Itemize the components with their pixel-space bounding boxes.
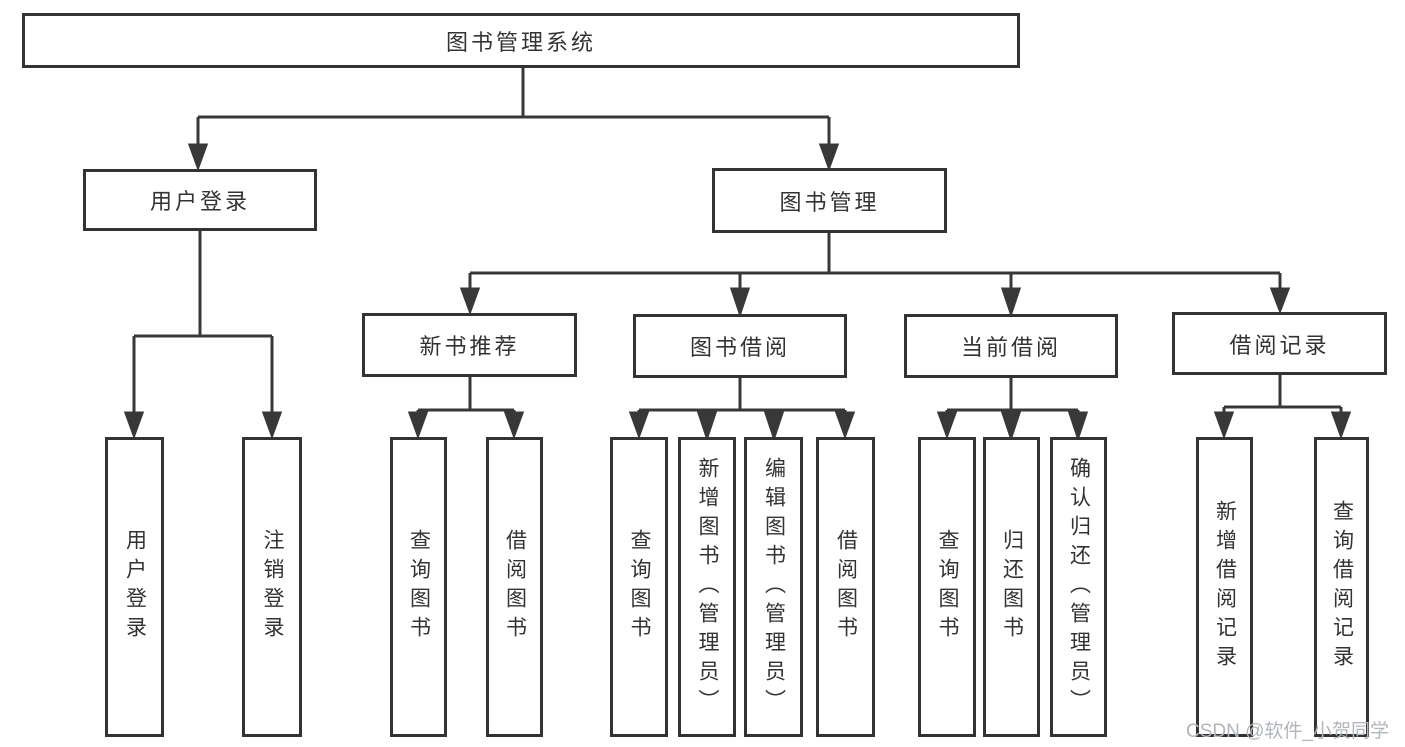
rail-root (198, 68, 829, 119)
arrowhead-edit-books-admin (763, 411, 785, 442)
node-logout-leaf-label: 注销登录 (261, 529, 284, 645)
node-borrow-books-borrowing-label: 借阅图书 (834, 529, 858, 645)
node-book-management: 图书管理 (712, 168, 947, 233)
node-query-books-recommend-label: 查询图书 (407, 529, 431, 645)
arrowhead-logout-leaf (261, 411, 283, 440)
arrowhead-add-borrow-record (1213, 411, 1235, 440)
node-return-books-label: 归还图书 (1000, 529, 1024, 645)
arrowhead-borrow-books-borrowing (834, 411, 856, 440)
node-query-borrow-record-label: 查询借阅记录 (1330, 500, 1354, 674)
node-logout-leaf: 注销登录 (242, 437, 302, 737)
rail-current-borrowing (947, 377, 1078, 412)
node-query-books-current-label: 查询图书 (936, 529, 959, 645)
node-add-borrow-record: 新增借阅记录 (1196, 437, 1253, 737)
rail-new-book-recommend (418, 376, 514, 412)
connector-arrows (123, 117, 1352, 442)
rail-book-management (470, 232, 1280, 275)
node-borrow-books-borrowing: 借阅图书 (816, 437, 875, 737)
node-new-book-recommend: 新书推荐 (362, 313, 577, 377)
watermark: CSDN @软件_小贺同学 (1186, 721, 1389, 742)
node-query-books-current: 查询图书 (918, 437, 976, 737)
arrowhead-book-management (818, 143, 840, 172)
arrowhead-query-books-borrowing (628, 411, 650, 440)
arrowhead-current-borrowing (1000, 287, 1022, 318)
node-borrow-books-recommend-label: 借阅图书 (503, 529, 527, 645)
node-add-books-admin: 新增图书（管理员） (678, 437, 736, 737)
node-query-borrow-record: 查询借阅记录 (1314, 437, 1369, 737)
node-add-books-admin-label: 新增图书（管理员） (696, 456, 719, 718)
node-confirm-return-admin: 确认归还（管理员） (1050, 437, 1107, 737)
arrowhead-user-login-leaf (123, 411, 145, 440)
arrowhead-new-book-recommend (459, 287, 481, 316)
node-book-borrowing: 图书借阅 (633, 314, 847, 378)
arrowhead-query-borrow-record (1330, 411, 1352, 440)
node-root: 图书管理系统 (22, 13, 1020, 68)
node-confirm-return-admin-label: 确认归还（管理员） (1067, 456, 1091, 718)
node-borrow-books-recommend: 借阅图书 (486, 437, 543, 737)
node-new-book-recommend-label: 新书推荐 (419, 334, 520, 359)
node-query-books-borrowing-label: 查询图书 (628, 529, 651, 645)
node-query-books-recommend: 查询图书 (390, 437, 447, 737)
node-user-login: 用户登录 (83, 169, 317, 231)
arrowhead-user-login (187, 143, 209, 172)
node-borrowing-records: 借阅记录 (1172, 312, 1387, 375)
node-edit-books-admin-label: 编辑图书（管理员） (762, 456, 786, 718)
arrowhead-borrow-books-recommend (503, 411, 525, 440)
node-book-management-label: 图书管理 (779, 189, 880, 215)
arrowhead-book-borrowing (729, 287, 751, 318)
rail-user-login (134, 231, 272, 338)
connector-rails (134, 68, 1341, 412)
node-return-books: 归还图书 (983, 437, 1040, 737)
node-user-login-leaf-label: 用户登录 (123, 529, 147, 645)
node-borrowing-records-label: 借阅记录 (1229, 332, 1330, 358)
node-edit-books-admin: 编辑图书（管理员） (744, 437, 803, 737)
node-user-login-leaf: 用户登录 (105, 437, 164, 737)
node-current-borrowing-label: 当前借阅 (960, 335, 1061, 360)
node-user-login-label: 用户登录 (149, 189, 250, 214)
arrowhead-borrowing-records (1269, 287, 1291, 315)
node-add-borrow-record-label: 新增借阅记录 (1213, 500, 1237, 674)
node-root-label: 图书管理系统 (445, 29, 596, 55)
arrowhead-query-books-current (936, 411, 958, 440)
arrowhead-add-books-admin (696, 411, 718, 442)
arrowhead-confirm-return-admin (1067, 411, 1089, 442)
node-query-books-borrowing: 查询图书 (610, 437, 668, 737)
arrowhead-return-books (1000, 411, 1022, 442)
arrowhead-query-books-recommend (407, 411, 429, 440)
node-current-borrowing: 当前借阅 (904, 314, 1118, 378)
node-book-borrowing-label: 图书借阅 (689, 335, 790, 360)
rail-borrowing-records (1224, 375, 1341, 409)
rail-book-borrowing (639, 377, 845, 412)
